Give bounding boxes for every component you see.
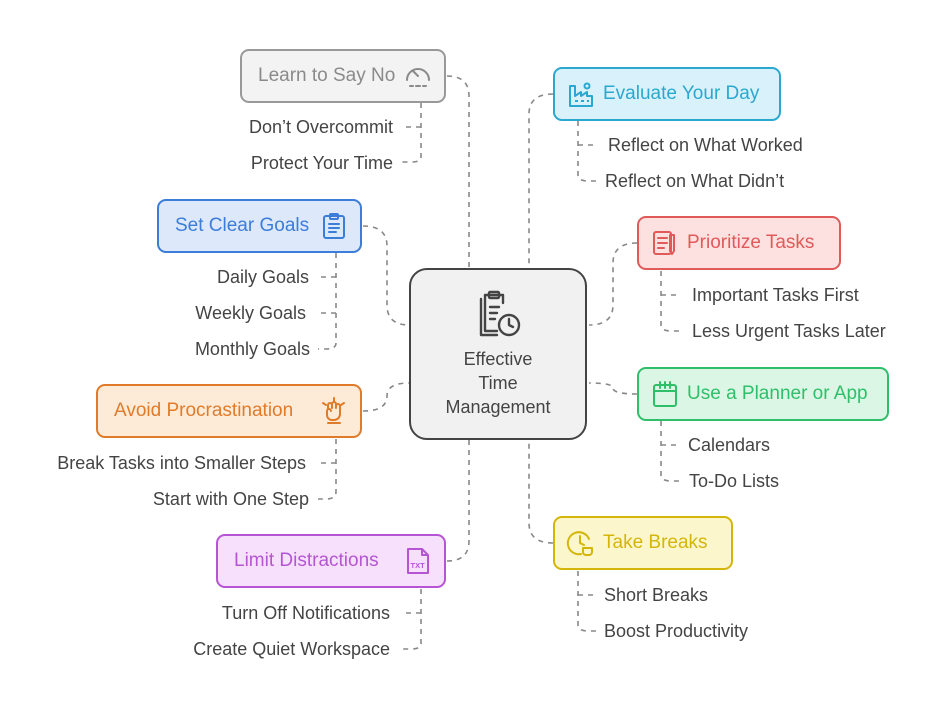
topic-label: Limit Distractions <box>234 550 379 571</box>
central-topic[interactable]: Effective Time Management <box>409 268 587 440</box>
connector-evaluate-sub <box>577 121 596 182</box>
topic-label: Avoid Procrastination <box>114 400 294 421</box>
topic-avoid-procrastination[interactable]: Avoid Procrastination <box>96 384 362 438</box>
topic-set-clear-goals[interactable]: Set Clear Goals <box>157 199 362 253</box>
topic-use-a-planner[interactable]: Use a Planner or App <box>637 367 889 421</box>
topic-label: Take Breaks <box>603 532 708 553</box>
sub-break-tasks: Break Tasks into Smaller Steps <box>57 453 306 473</box>
svg-text:TXT: TXT <box>411 561 426 570</box>
sub-reflect-worked: Reflect on What Worked <box>608 135 803 155</box>
central-topic-line-2: Time <box>478 373 518 393</box>
connector-prioritize-sub <box>660 271 681 332</box>
topic-learn-to-say-no[interactable]: Learn to Say No <box>240 49 446 103</box>
sub-less-urgent-tasks-later: Less Urgent Tasks Later <box>692 321 886 341</box>
topic-prioritize-tasks[interactable]: Prioritize Tasks <box>637 216 841 270</box>
connector-take-breaks <box>528 440 554 544</box>
connector-learn-to-say-no <box>446 75 470 268</box>
gauge-icon <box>404 62 432 90</box>
sub-turn-off-notifications: Turn Off Notifications <box>221 603 390 623</box>
connector-distractions-sub <box>402 589 422 650</box>
sub-important-tasks-first: Important Tasks First <box>692 285 859 305</box>
connector-set-clear-goals <box>362 225 410 326</box>
factory-icon <box>567 80 595 108</box>
central-topic-line-1: Effective <box>463 349 533 369</box>
sub-boost-productivity: Boost Productivity <box>604 621 749 641</box>
sub-start-with-one-step: Start with One Step <box>152 489 309 509</box>
connector-limit-distractions <box>446 440 470 562</box>
connector-planner-sub <box>660 421 679 482</box>
sub-short-breaks: Short Breaks <box>604 585 709 605</box>
sub-dont-overcommit: Don’t Overcommit <box>248 117 393 137</box>
connector-evaluate-your-day <box>528 93 554 268</box>
sub-daily-goals: Daily Goals <box>216 267 309 287</box>
connector-procrastination-sub <box>318 439 337 500</box>
clipboard-clock-icon <box>473 289 523 339</box>
topic-label: Set Clear Goals <box>175 215 310 236</box>
connector-breaks-sub <box>577 571 596 632</box>
clock-cup-icon <box>566 529 595 557</box>
topic-limit-distractions[interactable]: Limit Distractions TXT <box>216 534 446 588</box>
connector-goals-sub <box>318 253 337 350</box>
topic-label: Evaluate Your Day <box>603 83 760 104</box>
sub-reflect-didnt: Reflect on What Didn’t <box>605 171 785 191</box>
connector-avoid-procrastination <box>362 382 410 412</box>
checklist-pen-icon <box>651 229 679 257</box>
clipboard-list-icon <box>320 212 348 240</box>
sub-to-do-lists: To-Do Lists <box>689 471 780 491</box>
connector-use-a-planner <box>588 382 638 395</box>
sub-protect-your-time: Protect Your Time <box>250 153 393 173</box>
calendar-icon <box>651 380 679 408</box>
sub-monthly-goals: Monthly Goals <box>194 339 310 359</box>
topic-label: Use a Planner or App <box>687 383 868 404</box>
sub-create-quiet-workspace: Create Quiet Workspace <box>193 639 390 659</box>
connector-learn-sub <box>402 103 422 163</box>
topic-label: Learn to Say No <box>258 65 396 86</box>
sub-weekly-goals: Weekly Goals <box>195 303 306 323</box>
sub-calendars: Calendars <box>688 435 771 455</box>
topic-label: Prioritize Tasks <box>687 232 815 253</box>
txt-file-icon: TXT <box>404 547 432 575</box>
topic-evaluate-your-day[interactable]: Evaluate Your Day <box>553 67 781 121</box>
central-topic-line-3: Management <box>445 397 551 417</box>
topic-take-breaks[interactable]: Take Breaks <box>553 516 733 570</box>
connector-prioritize-tasks <box>588 242 638 326</box>
fist-icon <box>320 397 348 425</box>
